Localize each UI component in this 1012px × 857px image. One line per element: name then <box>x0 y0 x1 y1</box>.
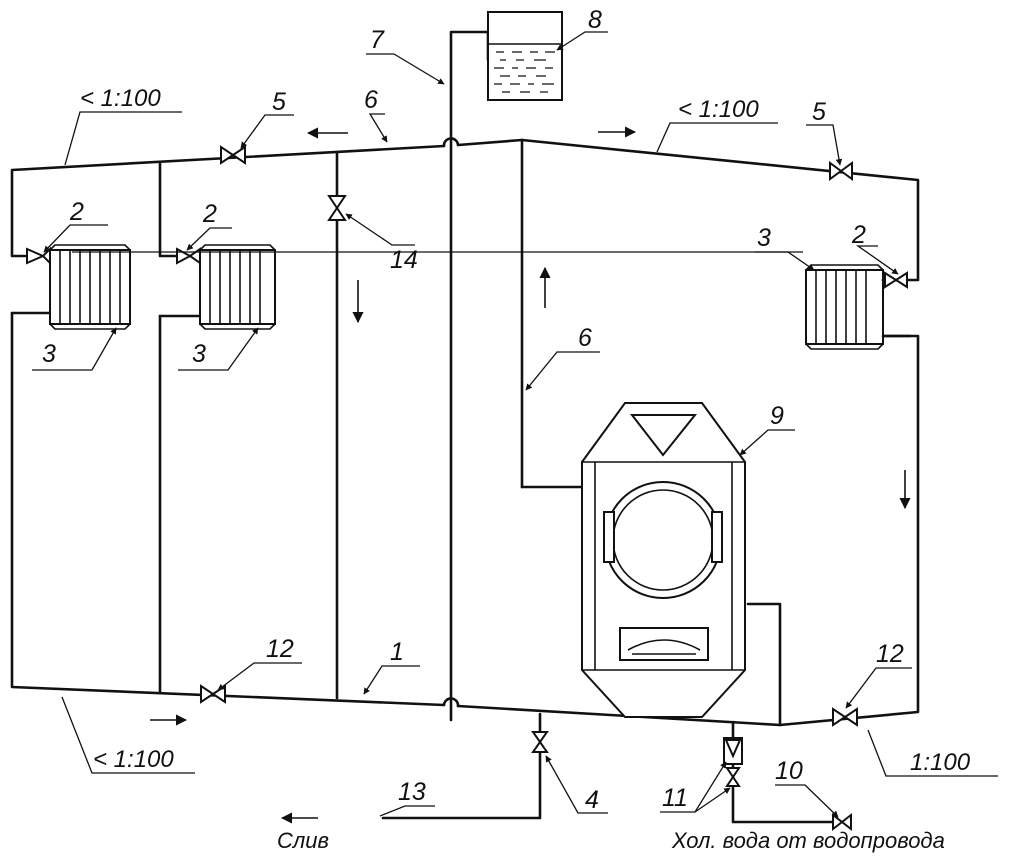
slope-labels: < 1:100 < 1:100 < 1:100 1:100 <box>80 85 971 776</box>
label-13: 13 <box>398 778 426 806</box>
valve-11-check <box>723 737 743 787</box>
supply-pipe-right <box>520 138 920 282</box>
label-1: 1 <box>390 638 404 666</box>
boiler-return-pipe <box>746 602 782 727</box>
label-2-left-2: 2 <box>202 200 217 228</box>
supply-pipe-left <box>10 137 524 258</box>
label-3-left-1: 3 <box>42 340 56 368</box>
caption-drain: Слив <box>277 828 329 853</box>
radiator-left-1 <box>49 244 131 330</box>
radiator-right <box>805 264 884 350</box>
label-6-top: 6 <box>364 86 378 114</box>
label-7: 7 <box>370 26 385 54</box>
valve-14 <box>327 195 347 221</box>
valve-12-right <box>832 707 858 727</box>
boiler <box>581 402 746 718</box>
label-2-right: 2 <box>851 221 866 249</box>
valve-4 <box>531 731 549 753</box>
label-6-riser: 6 <box>578 324 592 352</box>
label-3-left-2: 3 <box>192 340 206 368</box>
riser-supply <box>520 138 584 489</box>
radiator-left-2 <box>199 244 276 330</box>
radiator-right-supply <box>881 278 912 338</box>
slope-bottom-left: < 1:100 <box>93 746 174 773</box>
return-pipe <box>10 311 920 727</box>
valve-2-right <box>884 271 908 289</box>
label-9: 9 <box>770 402 784 430</box>
captions: Слив Хол. вода от водопровода <box>277 828 945 853</box>
left-radiator-returns <box>10 161 202 694</box>
label-5-left: 5 <box>272 88 286 116</box>
label-3-right: 3 <box>757 224 771 252</box>
slope-top-left: < 1:100 <box>80 85 161 112</box>
valve-5-left <box>220 145 246 165</box>
valve-10 <box>832 812 852 832</box>
caption-cold-water: Хол. вода от водопровода <box>671 828 945 853</box>
label-14: 14 <box>390 246 418 274</box>
expansion-pipe <box>449 30 490 722</box>
valve-12-left <box>200 684 226 704</box>
expansion-tank <box>487 11 563 101</box>
label-10: 10 <box>775 757 803 785</box>
label-12-right: 12 <box>876 640 904 668</box>
leader-lines <box>32 31 998 818</box>
label-8: 8 <box>588 6 602 34</box>
label-4: 4 <box>585 786 599 814</box>
label-2-left-1: 2 <box>69 198 84 226</box>
valve-2-left-2 <box>176 247 201 265</box>
label-11: 11 <box>662 784 688 812</box>
label-5-right: 5 <box>812 98 826 126</box>
flow-arrows <box>150 126 911 824</box>
slope-top-right: < 1:100 <box>678 96 759 123</box>
label-12-left: 12 <box>266 635 294 663</box>
valve-5-right <box>829 161 853 181</box>
slope-bottom-right: 1:100 <box>910 749 971 776</box>
component-labels: 1 2 2 2 3 3 3 4 5 5 6 6 7 8 9 10 11 12 1… <box>42 6 904 814</box>
valve-2-left-1 <box>26 246 51 266</box>
